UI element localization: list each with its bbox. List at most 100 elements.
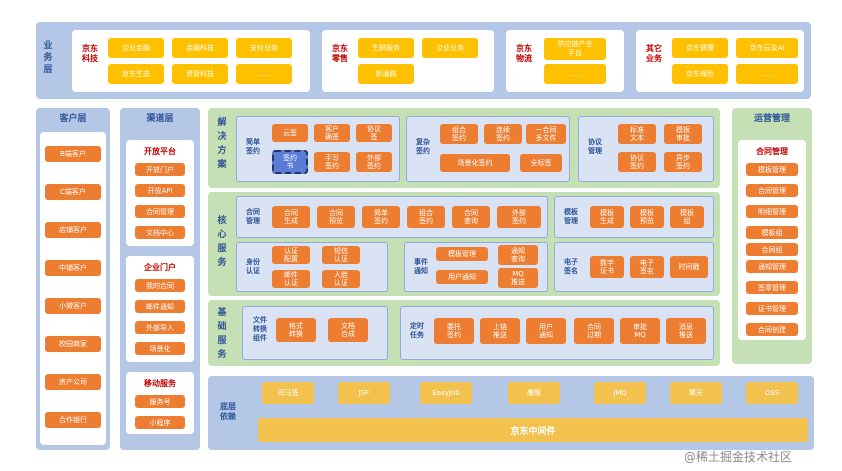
business-item: ...... — [236, 64, 292, 84]
channel-item: 开放门户 — [135, 163, 185, 176]
protocol-mgmt-item: 模板 审批 — [664, 124, 702, 144]
scheduled-task-item: 用户 通知 — [526, 318, 566, 344]
event-notify-item: 通知 查询 — [498, 245, 538, 265]
template-mgmt-item: 模板 组 — [670, 206, 704, 228]
e-signature-item: 数字 证书 — [590, 256, 624, 278]
channel-layer-title: 渠道层 — [146, 114, 174, 124]
business-layer-label: 业 务 层 — [43, 41, 53, 75]
event-notify-item: MQ 推送 — [498, 268, 538, 288]
ops-item: 通知管理 — [746, 260, 798, 273]
customer-item: 校园商家 — [45, 336, 101, 352]
business-item: 供应链产业 平台 — [544, 38, 606, 60]
middleware-bar: 京东中间件 — [258, 418, 808, 442]
scheduled-task-item: 合同 过期 — [574, 318, 614, 344]
channel-item: 外部导入 — [135, 321, 185, 334]
protocol-mgmt-item: 协议 签约 — [618, 152, 656, 172]
channel-item: 小程序 — [135, 416, 185, 429]
ops-title: 运营管理 — [753, 114, 790, 124]
complex-signing-item: 组合 签约 — [440, 124, 478, 144]
bottom-item: 擎天 — [670, 382, 722, 404]
channel-item: 文档中心 — [135, 226, 185, 239]
business-item: 京东生态 — [108, 64, 164, 84]
contract-mgmt-item: 外部 签约 — [497, 206, 541, 228]
simple-signing-item: 云签 — [272, 124, 308, 142]
event-notify-label: 事件 通知 — [414, 258, 428, 275]
template-mgmt-label: 模板 管理 — [564, 208, 578, 225]
complex-signing-item: 连续 签约 — [484, 124, 522, 144]
business-group-label: 其它 业务 — [646, 44, 662, 63]
customer-item: 小微客户 — [45, 298, 101, 314]
business-group-label: 京东 零售 — [332, 44, 348, 63]
customer-item: 合作银行 — [45, 412, 101, 428]
bottom-item: JMQ — [594, 382, 646, 404]
contract-mgmt-item: 组合 签约 — [407, 206, 445, 228]
customer-item: 中铺客户 — [45, 260, 101, 276]
contract-mgmt-item: 合同 生成 — [272, 206, 310, 228]
scheduled-task-item: 消息 推送 — [666, 318, 706, 344]
business-item: 支付业务 — [236, 38, 292, 58]
file-convert-item: 文档 合成 — [328, 318, 368, 342]
channel-item: 合同管理 — [135, 205, 185, 218]
protocol-mgmt-label: 协议 管理 — [588, 138, 602, 155]
channel-group-title: 开放平台 — [144, 147, 176, 156]
identity-auth-card — [236, 242, 388, 292]
complex-signing-item: 一合同 多文件 — [526, 124, 566, 144]
event-notify-item: 模板管理 — [436, 247, 488, 261]
business-item: 京东健康 — [672, 38, 728, 58]
protocol-mgmt-item: 异步 签约 — [664, 152, 702, 172]
business-item: 京东云及AI — [736, 38, 798, 58]
contract-mgmt-item: 合同 查询 — [452, 206, 490, 228]
business-item: 新通路 — [358, 64, 414, 84]
identity-auth-label: 身份 认证 — [246, 258, 260, 275]
bottom-item: OSS — [746, 382, 798, 404]
e-signature-item: 时间戳 — [670, 256, 708, 278]
scheduled-task-item: 委托 签约 — [434, 318, 474, 344]
simple-signing-label: 简单 签约 — [246, 138, 260, 155]
business-item: ...... — [544, 64, 606, 84]
bottom-item: EasyJob — [420, 382, 472, 404]
bottom-item: 司马签 — [262, 382, 314, 404]
contract-mgmt-item: 合同 预览 — [317, 206, 355, 228]
customer-item: C端客户 — [45, 184, 101, 200]
business-item: 企业金融 — [108, 38, 164, 58]
business-group-label: 京东 科技 — [82, 44, 98, 63]
identity-auth-item: 人脸 认证 — [322, 270, 360, 288]
protocol-mgmt-item: 标准 文本 — [618, 124, 656, 144]
solution-label: 解 决 方 案 — [217, 118, 227, 170]
e-signature-item: 电子 签名 — [630, 256, 664, 278]
business-item: ...... — [736, 64, 798, 84]
watermark: @稀土掘金技术社区 — [684, 450, 793, 464]
ops-item: 合同组 — [746, 243, 798, 256]
e-signature-label: 电子 签名 — [564, 258, 578, 275]
identity-auth-item: 邮件 认证 — [272, 270, 310, 288]
simple-signing-item: 手写 签约 — [314, 152, 350, 172]
customer-layer-title: 客户层 — [59, 114, 87, 124]
file-convert-item: 格式 转换 — [276, 318, 316, 342]
scheduled-task-label: 定时 任务 — [410, 322, 424, 339]
customer-item: 房产公司 — [45, 374, 101, 390]
ops-item: 模板组 — [746, 226, 798, 239]
complex-signing-item: 场景化签约 — [440, 154, 510, 172]
channel-item: 我的合同 — [135, 279, 185, 292]
template-mgmt-item: 模板 预览 — [630, 206, 664, 228]
contract-mgmt-item: 简单 签约 — [362, 206, 400, 228]
customer-item: B端客户 — [45, 146, 101, 162]
bottom-layer-label: 底层 依赖 — [220, 402, 236, 421]
basic-label: 基 础 服 务 — [217, 308, 227, 360]
ops-item: 合同创建 — [746, 323, 798, 336]
simple-signing-item: 协议 签 — [356, 124, 392, 142]
scheduled-task-item: 上链 推送 — [480, 318, 520, 344]
customer-layer-card — [40, 132, 106, 445]
business-item: 企业业务 — [422, 38, 478, 58]
template-mgmt-item: 模板 生成 — [590, 206, 624, 228]
ops-item: 模板管理 — [746, 163, 798, 176]
ops-item: 明细管理 — [746, 205, 798, 218]
channel-item: 服务号 — [135, 395, 185, 408]
business-item: 京东保险 — [672, 64, 728, 84]
file-convert-label: 文件 转换 组件 — [253, 316, 267, 342]
bottom-item: 鹰眼 — [508, 382, 560, 404]
channel-group-title: 企业门户 — [144, 263, 176, 272]
complex-signing-label: 复杂 签约 — [416, 138, 430, 155]
bottom-item: JSF — [338, 382, 390, 404]
core-label: 核 心 服 务 — [217, 216, 227, 268]
